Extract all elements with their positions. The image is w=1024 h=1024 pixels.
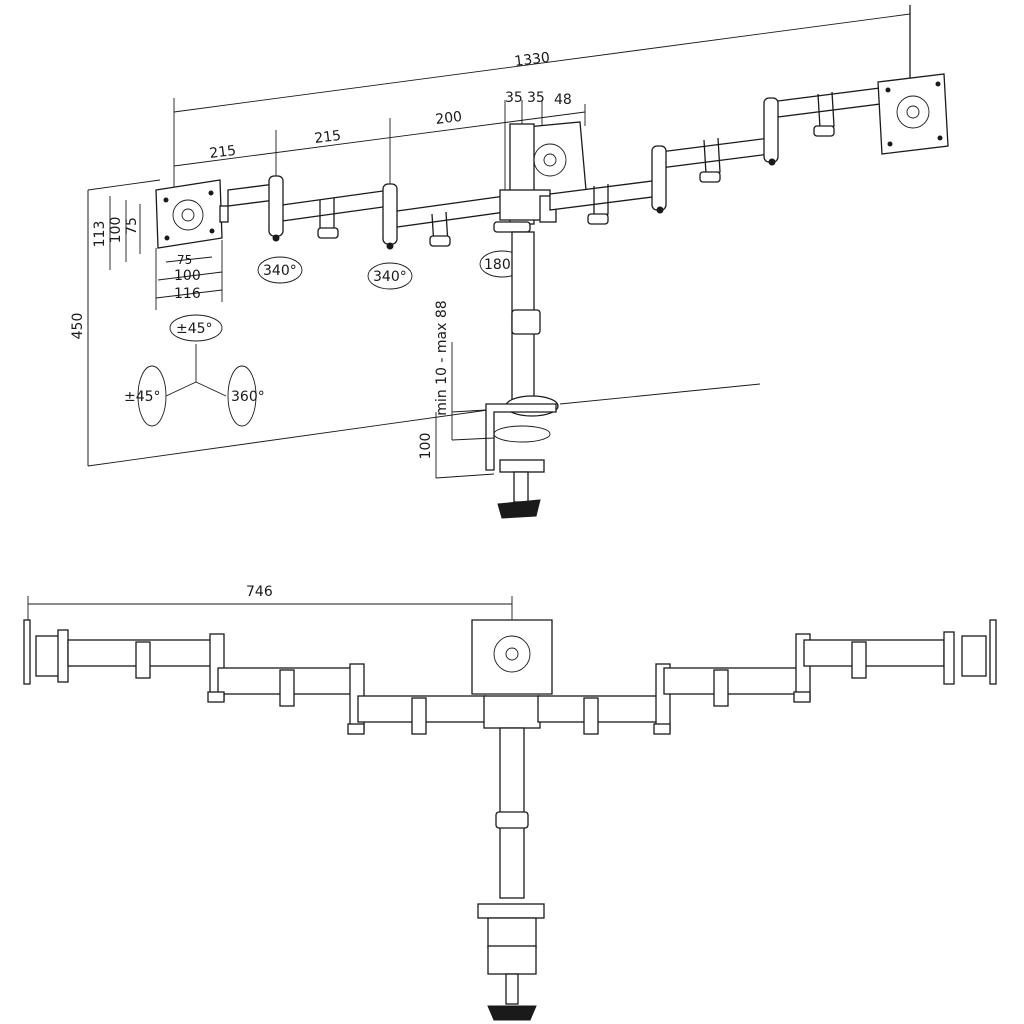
front-view: 746 [23, 584, 997, 1021]
dim-arm-left-3: 200 [435, 109, 463, 128]
end-plate-left [23, 619, 31, 685]
dim-plate-h-mid: 100 [108, 217, 124, 244]
dim-plate-w-outer-line [155, 289, 223, 299]
perspective-view: 1330 215 215 200 35 35 48 113 100 75 [70, 5, 949, 519]
dim-center-a: 35 [505, 90, 523, 106]
dim-plate-w-outer: 116 [174, 286, 201, 302]
joint-rotation-markers: 340° 340° 180° [257, 250, 525, 290]
front-right-arm [537, 633, 945, 735]
rotation-swivel: ±45° [124, 389, 161, 405]
dim-center-b: 35 [527, 90, 545, 106]
dim-center-offset: 48 [554, 92, 572, 108]
dim-arm-left-1: 215 [209, 143, 237, 162]
rotation-rotate: 360° [231, 389, 265, 405]
vesa-plate-left [155, 179, 229, 249]
dim-plate-w-mid: 100 [174, 268, 201, 284]
dim-line-total [173, 13, 911, 113]
rotation-center-joint: 180° [484, 257, 518, 273]
front-center [471, 619, 553, 1021]
dim-desk-ext-bottom [451, 437, 495, 441]
dim-clamp-depth: 100 [418, 433, 434, 460]
plane-edge-bottom [87, 409, 489, 467]
plane-edge-top-left [87, 179, 161, 191]
dim-clamp-ext [435, 473, 495, 479]
pole-clamp [485, 231, 559, 519]
dim-desk-thickness: min 10 - max 88 [434, 300, 450, 415]
end-bracket-right [961, 635, 987, 677]
dim-desk-ext-top [451, 409, 487, 413]
front-left-arm [67, 633, 487, 735]
rotation-arm-joint-2: 340° [373, 269, 407, 285]
dim-half-span: 746 [246, 584, 273, 600]
left-arm [227, 175, 506, 250]
end-joint-right [943, 631, 955, 685]
plane-edge-bottom-right [559, 383, 761, 405]
plate-motion-markers: ±45° ±45° 360° [124, 314, 265, 427]
dim-line-arms [173, 111, 586, 167]
end-joint-left [57, 629, 69, 683]
rotation-arm-joint-1: 340° [263, 263, 297, 279]
vesa-plate-right [877, 73, 949, 155]
dim-total-width: 1330 [514, 50, 551, 70]
rotation-tilt: ±45° [176, 321, 213, 337]
end-plate-right [989, 619, 997, 685]
dim-plate-w-inner: 75 [177, 253, 192, 267]
center-mount [493, 121, 587, 233]
right-arm [549, 87, 881, 225]
dim-plate-h-inner: 75 [124, 217, 140, 235]
end-bracket-left [35, 635, 61, 677]
dim-pole-height: 450 [70, 313, 86, 340]
dim-plate-w-inner-line [165, 256, 213, 263]
dim-plate-w-mid-line [157, 271, 223, 281]
dim-plate-h-outer: 113 [92, 221, 108, 248]
dim-arm-left-2: 215 [314, 128, 342, 147]
